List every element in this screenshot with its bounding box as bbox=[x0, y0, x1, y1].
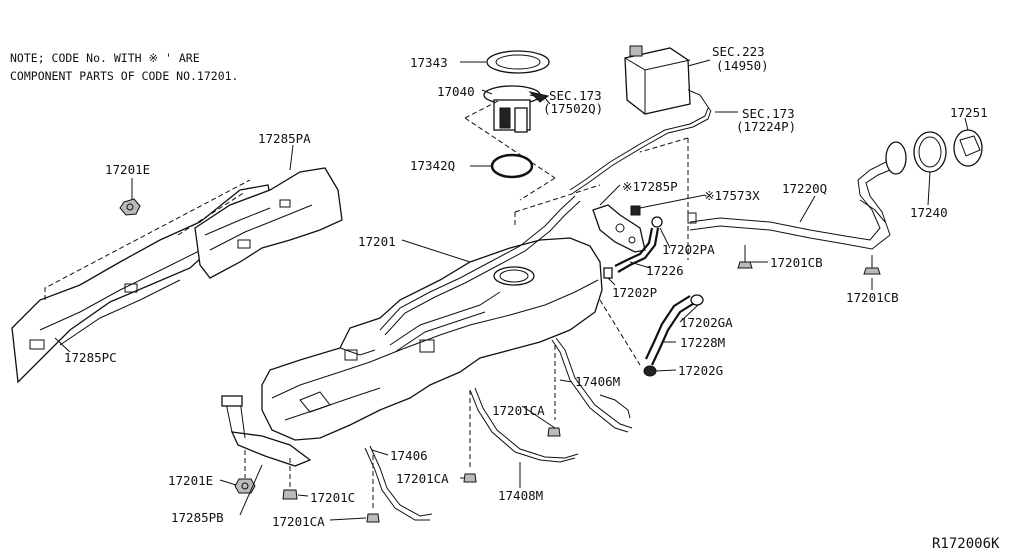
fuel-pump-17040 bbox=[483, 85, 551, 133]
fuel-tank-17201 bbox=[261, 237, 603, 441]
label-17342q: 17342Q bbox=[410, 158, 455, 173]
label-sec223: SEC.223 bbox=[712, 44, 765, 59]
canister-sec223 bbox=[624, 45, 711, 115]
label-17202p: 17202P bbox=[612, 285, 657, 300]
label-17040: 17040 bbox=[437, 84, 475, 99]
protector-17285pb bbox=[221, 395, 312, 467]
note-line-2: COMPONENT PARTS OF CODE NO.17201. bbox=[10, 69, 238, 83]
label-17251: 17251 bbox=[950, 105, 988, 120]
filler-tube-17220q bbox=[687, 141, 907, 250]
label-17201cb-b: 17201CB bbox=[846, 290, 899, 305]
clamp-17202g bbox=[643, 365, 657, 377]
nut-17201e-top bbox=[119, 198, 141, 216]
strap-17406m bbox=[551, 337, 633, 433]
label-17201: 17201 bbox=[358, 234, 396, 249]
fuel-cap-17251 bbox=[953, 129, 983, 167]
label-17201ca-c: 17201CA bbox=[272, 514, 325, 529]
label-17201ca-a: 17201CA bbox=[492, 403, 545, 418]
label-17285p: ※17285P bbox=[622, 179, 678, 194]
label-sec173-pump: SEC.173 bbox=[549, 88, 602, 103]
bracket-17285p bbox=[592, 204, 646, 253]
label-sec173-line-sub: (17224P) bbox=[736, 119, 796, 134]
bolt-17201ca-b bbox=[463, 473, 477, 483]
label-17408m: 17408M bbox=[498, 488, 543, 503]
label-17573x: ※17573X bbox=[704, 188, 760, 203]
bolt-17201cb-a bbox=[737, 245, 753, 269]
label-17285pb: 17285PB bbox=[171, 510, 224, 525]
label-17202g: 17202G bbox=[678, 363, 723, 378]
clamp-17202ga bbox=[690, 294, 704, 306]
heat-shield-17285pa bbox=[194, 167, 343, 279]
label-17201e-bottom: 17201E bbox=[168, 473, 213, 488]
label-17343: 17343 bbox=[410, 55, 448, 70]
label-17406m: 17406M bbox=[575, 374, 620, 389]
strap-17408m bbox=[469, 387, 579, 463]
label-sec173-line: SEC.173 bbox=[742, 106, 795, 121]
label-17201e-top: 17201E bbox=[105, 162, 150, 177]
clamp-17202pa bbox=[651, 216, 663, 228]
label-sec223-sub: (14950) bbox=[716, 58, 769, 73]
bolt-17201cb-b bbox=[863, 255, 881, 275]
bolt-17201ca-a bbox=[547, 427, 561, 437]
clamp-17202p bbox=[603, 267, 613, 279]
label-17201ca-b: 17201CA bbox=[396, 471, 449, 486]
label-17226: 17226 bbox=[646, 263, 684, 278]
filler-ring-17240 bbox=[913, 131, 947, 173]
label-17201c: 17201C bbox=[310, 490, 355, 505]
label-17406: 17406 bbox=[390, 448, 428, 463]
note-line-1: NOTE; CODE No. WITH ※ ' ARE bbox=[10, 51, 200, 65]
label-17240: 17240 bbox=[910, 205, 948, 220]
hose-17226 bbox=[614, 227, 660, 273]
lock-ring-17343 bbox=[486, 50, 550, 74]
label-17228m: 17228M bbox=[680, 335, 725, 350]
label-sec173-pump-sub: (17502Q) bbox=[543, 101, 603, 116]
bolt-17201ca-c bbox=[366, 513, 380, 523]
label-17285pa: 17285PA bbox=[258, 131, 311, 146]
label-17201cb-a: 17201CB bbox=[770, 255, 823, 270]
diagram-reference-code: R172006K bbox=[932, 536, 1000, 552]
hose-17228m bbox=[645, 295, 697, 366]
label-17285pc: 17285PC bbox=[64, 350, 117, 365]
bolt-17201c bbox=[282, 489, 298, 500]
label-17220q: 17220Q bbox=[782, 181, 827, 196]
clip-17573x bbox=[630, 205, 641, 216]
nut-17201e-bottom bbox=[234, 478, 256, 494]
label-17202ga: 17202GA bbox=[680, 315, 733, 330]
label-17202pa: 17202PA bbox=[662, 242, 715, 257]
